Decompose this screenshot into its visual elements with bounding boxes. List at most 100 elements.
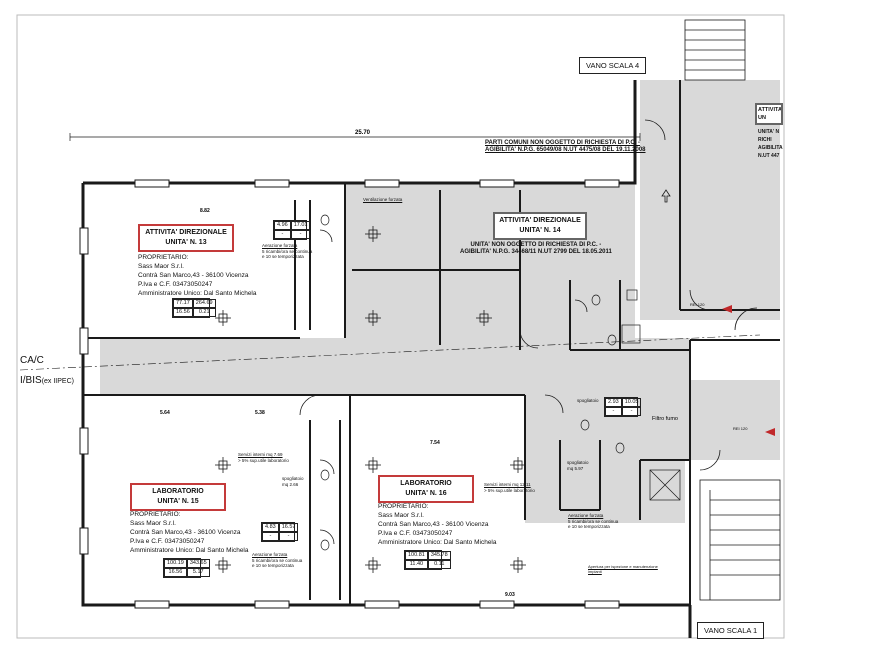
unit-13-title-line1: ATTIVITA' DIREZIONALE bbox=[145, 229, 227, 236]
unit-16-note3: e 10 se temporizzata bbox=[568, 524, 610, 529]
unit-16-owner-vat: P.Iva e C.F. 03473050247 bbox=[378, 530, 453, 537]
rei-label-2: REI 120 bbox=[733, 426, 748, 431]
unit-13-note3: e 10 se temporizzata bbox=[262, 254, 304, 259]
side-label-cac: CA/C bbox=[20, 355, 44, 366]
light-fixtures bbox=[215, 226, 526, 573]
unit-16-area-cell: 345.78 bbox=[427, 551, 451, 560]
unit-16-owner-admin: Amministratore Unico: Dal Santo Michela bbox=[378, 539, 497, 546]
common-parts-note: PARTI COMUNI NON OGGETTO DI RICHIESTA DI… bbox=[485, 140, 646, 154]
unit-15-services-line2: > 5% sup.utile laboratorio bbox=[238, 458, 289, 463]
unit-15-small-cell: 16.57 bbox=[278, 523, 299, 532]
stairs-top bbox=[684, 19, 746, 81]
dimension-u13: 8.82 bbox=[200, 208, 210, 214]
unit-13-owner-vat: P.Iva e C.F. 03473050247 bbox=[138, 281, 213, 288]
sanitary-fixtures bbox=[320, 214, 681, 551]
unit-15-services-note: Servizi interni mq 7.69 > 5% sup.utile l… bbox=[238, 452, 289, 464]
unit-13-owner: PROPRIETARIO: Sass Maor S.r.l. Contrà Sa… bbox=[138, 253, 257, 298]
unit-15-owner: PROPRIETARIO: Sass Maor S.r.l. Contrà Sa… bbox=[130, 510, 249, 555]
unit-16-title-line1: LABORATORIO bbox=[400, 480, 452, 487]
unit-15-owner-address: Contrà San Marco,43 - 36100 Vicenza bbox=[130, 529, 241, 536]
unit-13-small-table: 4.96 17.01 - - bbox=[273, 220, 311, 240]
unit-13-area-cell: 16.56 bbox=[173, 308, 193, 317]
right-box-line3: UNITA' N bbox=[758, 129, 780, 135]
unit-15-title: LABORATORIO UNITA' N. 15 bbox=[130, 483, 226, 511]
stair-label-top: VANO SCALA 4 bbox=[579, 57, 647, 74]
unit-16-area-table: 100.81 345.78 11.40 0.11 bbox=[404, 550, 451, 570]
windows bbox=[79, 179, 620, 609]
unit-16-opening-note: Apertura per ispezione e manutenzione im… bbox=[588, 564, 658, 574]
unit-15-owner-admin: Amministratore Unico: Dal Santo Michela bbox=[130, 547, 249, 554]
unit-16-services-line1: Servizi interni mq 12.11 bbox=[484, 482, 531, 487]
unit-13-title: ATTIVITA' DIREZIONALE UNITA' N. 13 bbox=[138, 224, 234, 252]
unit-15-note3: e 10 se temporizzata bbox=[252, 563, 294, 568]
unit-13-owner-name: Sass Maor S.r.l. bbox=[138, 263, 184, 270]
unit-13-owner-address: Contrà San Marco,43 - 36100 Vicenza bbox=[138, 272, 249, 279]
door-swings bbox=[299, 119, 758, 545]
unit-15-locker-label: spogliatoio bbox=[282, 476, 304, 481]
unit-16-services-note: Servizi interni mq 12.11 > 5% sup.utile … bbox=[484, 482, 535, 494]
unit-15-note1: Aerazione forzata bbox=[252, 552, 288, 557]
dimension-u16: 7.54 bbox=[430, 440, 440, 446]
unit-14-note: UNITA' NON OGGETTO DI RICHIESTA DI P.C. … bbox=[460, 242, 612, 256]
right-box-line1: ATTIVITA' bbox=[758, 107, 783, 113]
unit-13-title-line2: UNITA' N. 13 bbox=[165, 239, 207, 246]
unit-13-area-cell: 264.69 bbox=[192, 299, 216, 308]
unit-15-services-line1: Servizi interni mq 7.69 bbox=[238, 452, 283, 457]
unit-16-small-cell: - bbox=[621, 407, 642, 416]
unit-16-small-cell: - bbox=[605, 407, 622, 416]
unit-16-owner-label: PROPRIETARIO: bbox=[378, 503, 429, 510]
unit-16-title-line2: UNITA' N. 16 bbox=[405, 490, 447, 497]
unit-15-owner-label: PROPRIETARIO: bbox=[130, 511, 181, 518]
unit-13-ventilation-note: Aerazione forzata 5 ricambi/ora se conti… bbox=[262, 243, 312, 260]
unit-16-locker-top: spogliatoio bbox=[577, 398, 599, 403]
unit-16-locker-area: mq 5.97 bbox=[567, 466, 584, 471]
side-label-ibis: I/BIS(ex IIPEC) bbox=[20, 375, 74, 386]
unit-16-services-line2: > 5% sup.utile laboratorio bbox=[484, 488, 535, 493]
unit-13-owner-admin: Amministratore Unico: Dal Santo Michela bbox=[138, 290, 257, 297]
drawing-frame bbox=[16, 14, 785, 639]
filter-label: Filtro fumo bbox=[652, 416, 678, 422]
right-box-notes: UNITA' N RICHI AGIBILITA N.UT 447 bbox=[758, 128, 783, 160]
unit-15-area-cell: 5.17 bbox=[186, 568, 210, 577]
unit-15-area-cell: 16.56 bbox=[164, 568, 187, 577]
unit-15-title-line2: UNITA' N. 15 bbox=[157, 498, 199, 505]
unit-15-area-table: 100.19 343.65 16.56 5.17 bbox=[163, 558, 210, 578]
unit-16-note1: Aerazione forzata bbox=[568, 513, 604, 518]
unit-13-area-cell: 0.21 bbox=[192, 308, 216, 317]
unit-16-note2: 5 ricambi/ora se continua bbox=[568, 518, 619, 524]
stairs-bottom bbox=[699, 479, 781, 601]
stair-label-bottom: VANO SCALA 1 bbox=[697, 622, 765, 639]
unit-14-title-line2: UNITA' N. 14 bbox=[519, 227, 561, 234]
dimension-overall: 25.70 bbox=[355, 130, 371, 136]
unit-16-owner-address: Contrà San Marco,43 - 36100 Vicenza bbox=[378, 521, 489, 528]
unit-13-small-cell: 17.01 bbox=[290, 221, 311, 230]
unit-15-locker-area: mq 2.66 bbox=[282, 482, 299, 487]
unit-13-owner-label: PROPRIETARIO: bbox=[138, 254, 189, 261]
unit-15-area-cell: 343.65 bbox=[186, 559, 210, 568]
right-unit-box: ATTIVITA' UN bbox=[755, 103, 783, 125]
unit-15-locker: spogliatoio mq 2.66 bbox=[282, 476, 304, 488]
unit-15-small-table: 4.83 16.57 - - bbox=[261, 522, 299, 542]
unit-15-area-cell: 100.19 bbox=[164, 559, 187, 568]
unit-14-title: ATTIVITA' DIREZIONALE UNITA' N. 14 bbox=[493, 212, 587, 240]
unit-16-area-cell: 100.81 bbox=[405, 551, 428, 560]
unit-13-area-table: 77.17 264.69 16.56 0.21 bbox=[172, 298, 216, 318]
unit-16-area-cell: 0.11 bbox=[427, 560, 451, 569]
unit-13-note2: 5 ricambi/ora se continua bbox=[262, 248, 313, 254]
unit-13-small-cell: 4.96 bbox=[274, 221, 291, 230]
unit-16-area-cell: 11.40 bbox=[405, 560, 428, 569]
unit-15-small-cell: - bbox=[262, 532, 279, 541]
right-box-line6: N.UT 447 bbox=[758, 153, 780, 159]
unit-14-vent-note: Ventilazione forzata bbox=[363, 197, 403, 202]
unit-16-owner-name: Sass Maor S.r.l. bbox=[378, 512, 424, 519]
dimension-u15-a: 5.64 bbox=[160, 410, 170, 416]
unit-13-small-cell: - bbox=[290, 230, 311, 239]
up-arrow bbox=[661, 189, 671, 203]
unit-15-title-line1: LABORATORIO bbox=[152, 488, 204, 495]
common-parts-line2: AGIBILITA' N.P.G. 65049/08 N.UT 4475/08 … bbox=[485, 147, 646, 153]
rei-label-1: REI 120 bbox=[690, 302, 705, 307]
unit-16-title: LABORATORIO UNITA' N. 16 bbox=[378, 475, 474, 503]
unit-13-area-cell: 77.17 bbox=[173, 299, 193, 308]
unit-15-small-cell: - bbox=[278, 532, 299, 541]
unit-16-small-table: 2.93 10.05 - - bbox=[604, 397, 642, 417]
